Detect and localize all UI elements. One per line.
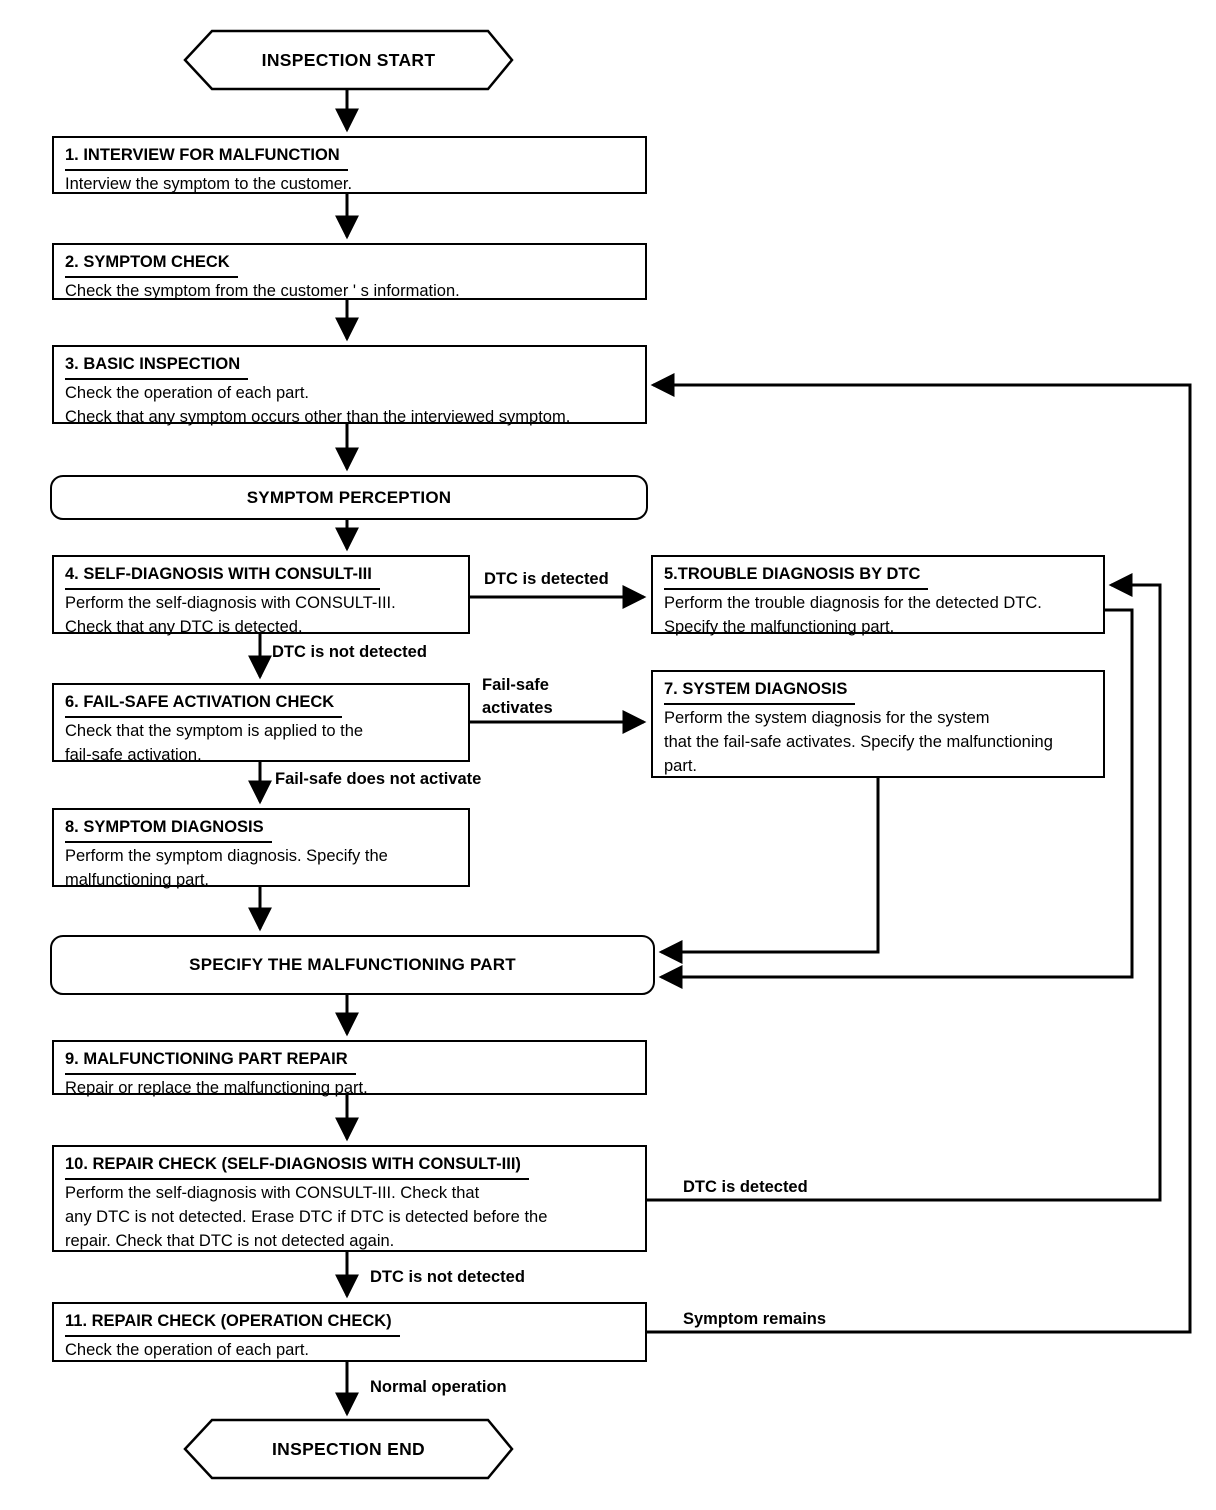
edge-label-dtc-not-detected-repair: DTC is not detected <box>370 1268 525 1286</box>
inspection-start-hexagon <box>183 29 514 91</box>
terminator-specify-malfunctioning-part: SPECIFY THE MALFUNCTIONING PART <box>50 935 655 995</box>
node-trouble-diagnosis-by-dtc: 5.TROUBLE DIAGNOSIS BY DTC Perform the t… <box>651 555 1105 636</box>
node-title: 3. BASIC INSPECTION <box>65 352 635 380</box>
node-title: 7. SYSTEM DIAGNOSIS <box>664 677 1093 705</box>
edge-label-dtc-detected: DTC is detected <box>484 570 609 588</box>
node-body: Perform the symptom diagnosis. Specify t… <box>65 847 388 889</box>
inspection-end-hexagon <box>183 1418 514 1480</box>
node-title: 1. INTERVIEW FOR MALFUNCTION <box>65 143 635 171</box>
node-body: Check the operation of each part. Check … <box>65 384 571 426</box>
node-symptom-check: 2. SYMPTOM CHECK Check the symptom from … <box>52 243 647 300</box>
node-title: 2. SYMPTOM CHECK <box>65 250 635 278</box>
node-title: 8. SYMPTOM DIAGNOSIS <box>65 815 458 843</box>
node-repair-check-self-diagnosis: 10. REPAIR CHECK (SELF-DIAGNOSIS WITH CO… <box>52 1145 647 1252</box>
node-body: Check that the symptom is applied to the… <box>65 722 364 764</box>
node-body: Interview the symptom to the customer. <box>65 175 353 193</box>
node-body: Check the operation of each part. <box>65 1341 309 1359</box>
node-title: 9. MALFUNCTIONING PART REPAIR <box>65 1047 635 1075</box>
edge-label-symptom-remains: Symptom remains <box>683 1310 827 1328</box>
node-body: Perform the self-diagnosis with CONSULT-… <box>65 1184 548 1250</box>
node-interview-for-malfunction: 1. INTERVIEW FOR MALFUNCTION Interview t… <box>52 136 647 194</box>
node-body: Perform the system diagnosis for the sys… <box>664 709 1053 775</box>
edge-label-normal-operation: Normal operation <box>370 1378 507 1396</box>
node-title: 6. FAIL-SAFE ACTIVATION CHECK <box>65 690 458 718</box>
node-title: 5.TROUBLE DIAGNOSIS BY DTC <box>664 562 1093 590</box>
node-self-diagnosis-consult: 4. SELF-DIAGNOSIS WITH CONSULT-III Perfo… <box>52 555 470 636</box>
node-basic-inspection: 3. BASIC INSPECTION Check the operation … <box>52 345 647 426</box>
node-repair-check-operation: 11. REPAIR CHECK (OPERATION CHECK) Check… <box>52 1302 647 1362</box>
edge-label-dtc-not-detected: DTC is not detected <box>272 643 427 661</box>
node-title: 4. SELF-DIAGNOSIS WITH CONSULT-III <box>65 562 458 590</box>
node-body: Perform the self-diagnosis with CONSULT-… <box>65 594 396 636</box>
terminator-inspection-start: INSPECTION START <box>261 49 436 70</box>
edge-label-dtc-detected-repair: DTC is detected <box>683 1178 808 1196</box>
node-body: Check the symptom from the customer ' s … <box>65 282 460 300</box>
node-fail-safe-activation-check: 6. FAIL-SAFE ACTIVATION CHECK Check that… <box>52 683 470 764</box>
node-malfunctioning-part-repair: 9. MALFUNCTIONING PART REPAIR Repair or … <box>52 1040 647 1097</box>
node-symptom-diagnosis: 8. SYMPTOM DIAGNOSIS Perform the symptom… <box>52 808 470 889</box>
node-body: Repair or replace the malfunctioning par… <box>65 1079 368 1097</box>
node-title: 11. REPAIR CHECK (OPERATION CHECK) <box>65 1309 635 1337</box>
node-title: 10. REPAIR CHECK (SELF-DIAGNOSIS WITH CO… <box>65 1152 635 1180</box>
terminator-inspection-end: INSPECTION END <box>272 1438 425 1459</box>
terminator-symptom-perception: SYMPTOM PERCEPTION <box>50 475 648 520</box>
node-body: Perform the trouble diagnosis for the de… <box>664 594 1042 636</box>
node-system-diagnosis: 7. SYSTEM DIAGNOSIS Perform the system d… <box>651 670 1105 778</box>
edge-label-fail-safe-activates: Fail-safe activates <box>482 676 553 717</box>
edge-label-fail-safe-does-not-activate: Fail-safe does not activate <box>275 770 482 788</box>
